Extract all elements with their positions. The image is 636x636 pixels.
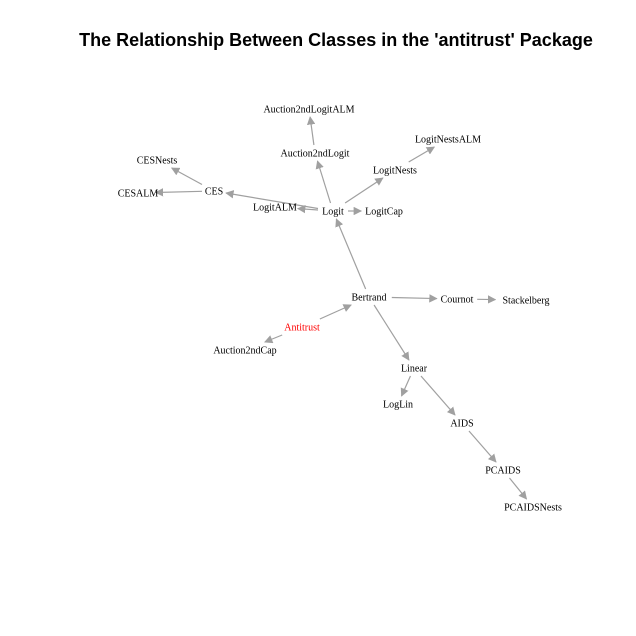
- node-loglin: LogLin: [383, 400, 413, 411]
- edge-auction2ndlogit-to-auction2ndlogitalm: [306, 116, 316, 146]
- diagram-title: The Relationship Between Classes in the …: [79, 30, 593, 50]
- edges-layer: [154, 116, 528, 500]
- edge-logitnests-to-logitnestsalm: [408, 146, 436, 163]
- node-pcaidsnests: PCAIDSNests: [504, 503, 562, 514]
- edge-bertrand-to-linear: [373, 304, 410, 361]
- node-logitnests: LogitNests: [373, 166, 417, 177]
- edge-logit-to-logitalm: [296, 204, 319, 214]
- node-cesalm: CESALM: [118, 189, 159, 200]
- node-auction2ndlogitalm: Auction2ndLogitALM: [263, 105, 354, 116]
- edge-pcaids-to-pcaidsnests: [509, 477, 528, 500]
- node-auction2ndlogit: Auction2ndLogit: [281, 149, 350, 160]
- node-logitalm: LogitALM: [253, 203, 297, 214]
- node-bertrand: Bertrand: [352, 293, 387, 304]
- edge-linear-to-aids: [420, 375, 456, 416]
- node-antitrust: Antitrust: [284, 323, 320, 334]
- node-aids: AIDS: [450, 419, 473, 430]
- node-cournot: Cournot: [441, 295, 474, 306]
- edge-aids-to-pcaids: [468, 430, 497, 463]
- edge-antitrust-to-auction2ndcap: [264, 334, 283, 344]
- node-logitnestsalm: LogitNestsALM: [415, 135, 481, 146]
- edge-antitrust-to-bertrand: [319, 304, 352, 320]
- node-cesnests: CESNests: [137, 156, 178, 167]
- node-ces: CES: [205, 187, 223, 198]
- edge-logit-to-auction2ndlogit: [315, 160, 332, 204]
- node-pcaids: PCAIDS: [485, 466, 521, 477]
- node-logit: Logit: [322, 207, 344, 218]
- node-linear: Linear: [401, 364, 428, 375]
- edge-linear-to-loglin: [400, 375, 411, 397]
- node-auction2ndcap: Auction2ndCap: [213, 346, 276, 357]
- edge-logit-to-logitnests: [344, 177, 384, 204]
- edge-bertrand-to-cournot: [391, 294, 438, 303]
- edge-ces-to-cesnests: [170, 167, 203, 186]
- edge-bertrand-to-logit: [335, 218, 367, 290]
- edge-ces-to-cesalm: [154, 188, 203, 197]
- node-logitcap: LogitCap: [365, 207, 403, 218]
- edge-logit-to-ces: [225, 190, 319, 210]
- node-stackelberg: Stackelberg: [502, 296, 549, 307]
